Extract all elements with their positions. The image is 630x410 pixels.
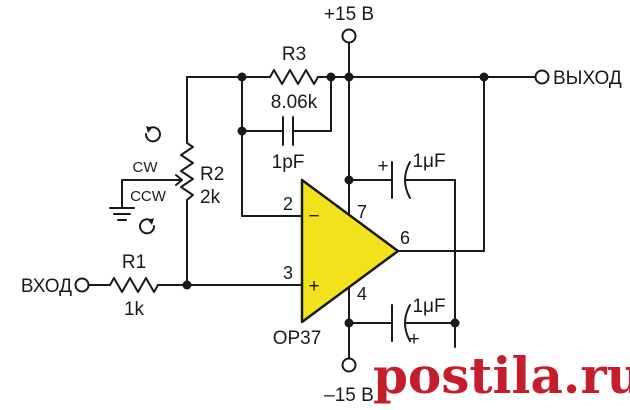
junction-dots (182, 72, 489, 328)
input-label: ВХОД (21, 276, 72, 297)
r2-value: 2k (200, 187, 221, 208)
cw-rotation-icon (144, 126, 161, 143)
r1-value: 1k (124, 299, 145, 320)
opamp-triangle (300, 178, 400, 324)
supply-positive-terminal (341, 28, 357, 44)
output-terminal (534, 69, 550, 85)
r1-name: R1 (122, 252, 146, 273)
inverting-symbol: − (308, 206, 319, 227)
resistor-r1-icon (109, 277, 159, 293)
pin-3-label: 3 (283, 263, 293, 283)
supply-negative-label: –15 В (324, 385, 374, 406)
pot-cw-label: CW (133, 159, 159, 176)
resistor-r3-icon (269, 69, 319, 85)
capacitor-bottom-icon (391, 304, 411, 342)
output-label: ВЫХОД (553, 68, 622, 89)
c-top-value: 1μF (412, 151, 445, 172)
r3-value: 8.06k (271, 92, 318, 113)
capacitor-top-icon (391, 161, 411, 199)
potentiometer-r2-icon (180, 142, 194, 201)
ground-icon (109, 207, 135, 221)
supply-negative-terminal (341, 357, 357, 373)
pin-6-label: 6 (400, 228, 410, 248)
pin-4-label: 4 (357, 284, 367, 304)
c-bottom-polarity: + (408, 329, 419, 350)
r2-name: R2 (200, 164, 224, 185)
r3-name: R3 (282, 44, 306, 65)
ccw-rotation-icon (139, 218, 156, 235)
supply-positive-label: +15 В (324, 4, 374, 25)
pin-2-label: 2 (283, 194, 293, 214)
opamp-part-label: OP37 (273, 328, 322, 349)
c-bottom-value: 1μF (412, 296, 445, 317)
non-inverting-symbol: + (308, 276, 319, 297)
input-terminal (74, 277, 90, 293)
c-feedback-value: 1pF (272, 152, 305, 173)
pot-ccw-label: CCW (130, 188, 167, 205)
watermark-text: postila.ru (373, 346, 630, 405)
pin-7-label: 7 (357, 202, 367, 222)
capacitor-1pf-icon (282, 116, 294, 146)
c-top-polarity: + (377, 156, 388, 177)
